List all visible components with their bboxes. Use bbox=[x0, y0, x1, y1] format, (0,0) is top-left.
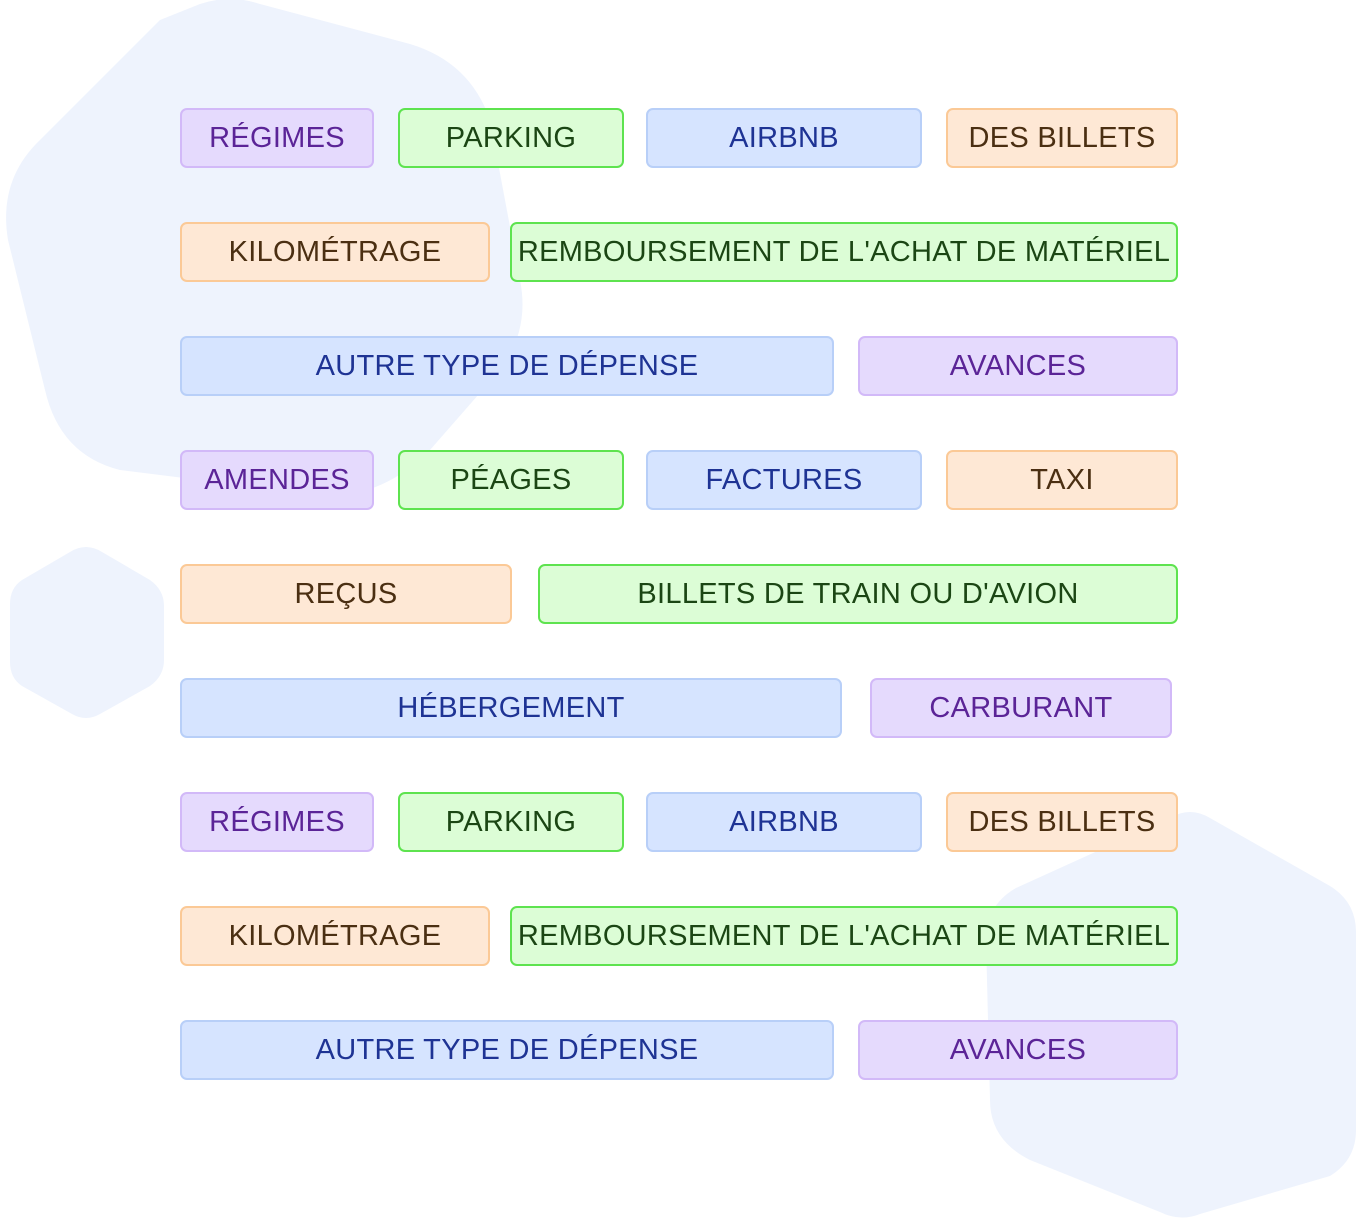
tag-row: RÉGIMES PARKING AIRBNB DES BILLETS bbox=[180, 792, 1180, 856]
expense-tag-cloud: RÉGIMES PARKING AIRBNB DES BILLETS KILOM… bbox=[180, 108, 1180, 1084]
tag-row: AUTRE TYPE DE DÉPENSE AVANCES bbox=[180, 1020, 1180, 1084]
tag-autre-type-depense: AUTRE TYPE DE DÉPENSE bbox=[180, 336, 834, 396]
tag-des-billets: DES BILLETS bbox=[946, 108, 1178, 168]
tag-des-billets: DES BILLETS bbox=[946, 792, 1178, 852]
tag-remboursement-materiel: REMBOURSEMENT DE L'ACHAT DE MATÉRIEL bbox=[510, 222, 1178, 282]
tag-carburant: CARBURANT bbox=[870, 678, 1172, 738]
tag-airbnb: AIRBNB bbox=[646, 108, 922, 168]
tag-amendes: AMENDES bbox=[180, 450, 374, 510]
tag-regimes: RÉGIMES bbox=[180, 792, 374, 852]
tag-factures: FACTURES bbox=[646, 450, 922, 510]
tag-remboursement-materiel: REMBOURSEMENT DE L'ACHAT DE MATÉRIEL bbox=[510, 906, 1178, 966]
tag-row: KILOMÉTRAGE REMBOURSEMENT DE L'ACHAT DE … bbox=[180, 906, 1180, 970]
tag-peages: PÉAGES bbox=[398, 450, 624, 510]
tag-row: KILOMÉTRAGE REMBOURSEMENT DE L'ACHAT DE … bbox=[180, 222, 1180, 286]
tag-row: REÇUS BILLETS DE TRAIN OU D'AVION bbox=[180, 564, 1180, 628]
tag-avances: AVANCES bbox=[858, 1020, 1178, 1080]
tag-taxi: TAXI bbox=[946, 450, 1178, 510]
tag-parking: PARKING bbox=[398, 792, 624, 852]
tag-row: HÉBERGEMENT CARBURANT bbox=[180, 678, 1180, 742]
tag-airbnb: AIRBNB bbox=[646, 792, 922, 852]
tag-autre-type-depense: AUTRE TYPE DE DÉPENSE bbox=[180, 1020, 834, 1080]
tag-parking: PARKING bbox=[398, 108, 624, 168]
tag-kilometrage: KILOMÉTRAGE bbox=[180, 906, 490, 966]
tag-row: AMENDES PÉAGES FACTURES TAXI bbox=[180, 450, 1180, 514]
tag-avances: AVANCES bbox=[858, 336, 1178, 396]
tag-billets-train-avion: BILLETS DE TRAIN OU D'AVION bbox=[538, 564, 1178, 624]
tag-regimes: RÉGIMES bbox=[180, 108, 374, 168]
tag-row: AUTRE TYPE DE DÉPENSE AVANCES bbox=[180, 336, 1180, 400]
tag-recus: REÇUS bbox=[180, 564, 512, 624]
tag-kilometrage: KILOMÉTRAGE bbox=[180, 222, 490, 282]
tag-hebergement: HÉBERGEMENT bbox=[180, 678, 842, 738]
tag-row: RÉGIMES PARKING AIRBNB DES BILLETS bbox=[180, 108, 1180, 172]
small-hexagon-shape bbox=[10, 547, 164, 718]
